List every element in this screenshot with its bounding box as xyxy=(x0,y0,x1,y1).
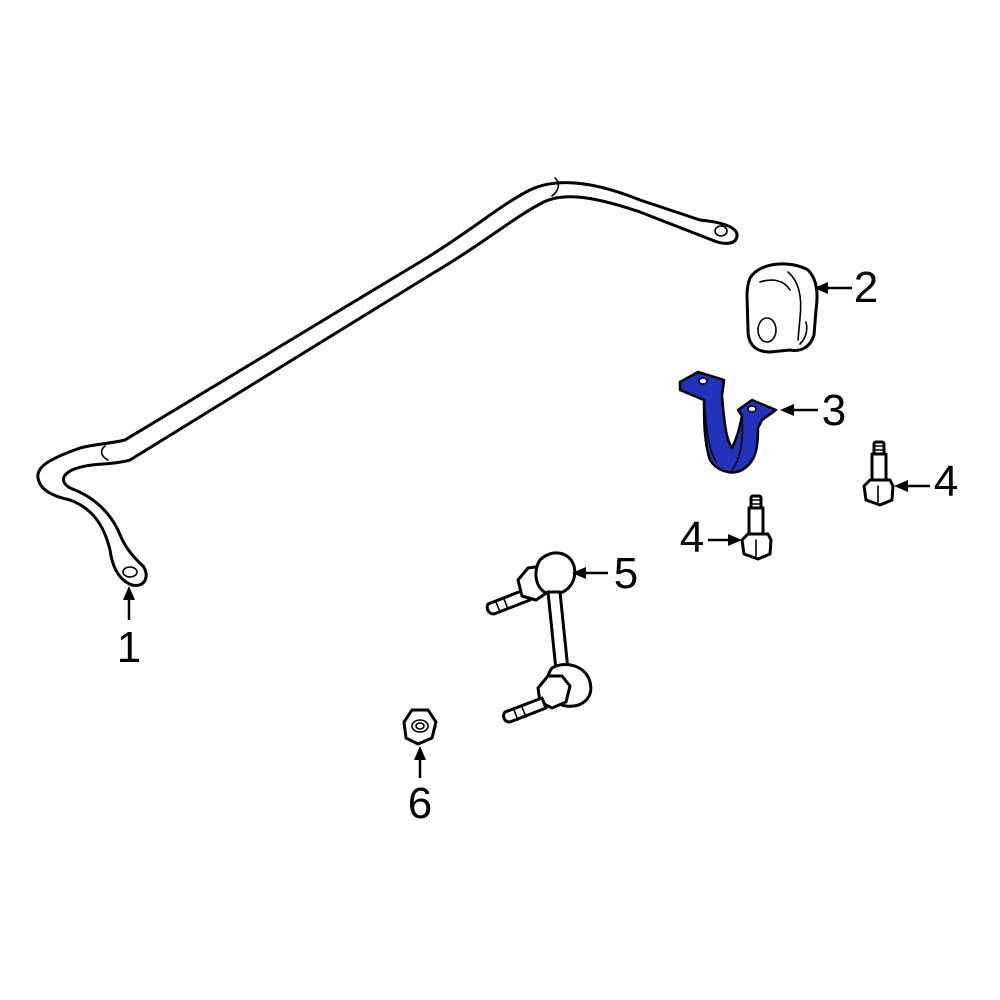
stabilizer-bar[interactable] xyxy=(36,177,739,587)
bushing[interactable] xyxy=(745,262,819,354)
callout-1: 1 xyxy=(117,623,141,672)
callout-2: 2 xyxy=(854,263,878,312)
leader-arrow-3 xyxy=(780,404,818,416)
stabilizer-link[interactable] xyxy=(485,551,593,724)
callout-4b: 4 xyxy=(680,513,704,562)
bolt-right[interactable] xyxy=(862,440,895,507)
callout-5: 5 xyxy=(614,549,638,598)
leader-arrow-6 xyxy=(414,746,426,778)
leader-arrow-4b xyxy=(708,534,742,546)
nut[interactable] xyxy=(402,708,438,746)
callout-3: 3 xyxy=(822,386,846,435)
callout-6: 6 xyxy=(408,779,432,828)
leader-arrow-5 xyxy=(572,567,608,579)
leader-arrow-4a xyxy=(894,480,930,492)
bolt-center[interactable] xyxy=(740,494,773,561)
leader-arrow-1 xyxy=(123,586,135,620)
callout-4a: 4 xyxy=(934,457,958,506)
bracket[interactable] xyxy=(678,370,778,474)
leader-arrow-2 xyxy=(814,282,852,294)
